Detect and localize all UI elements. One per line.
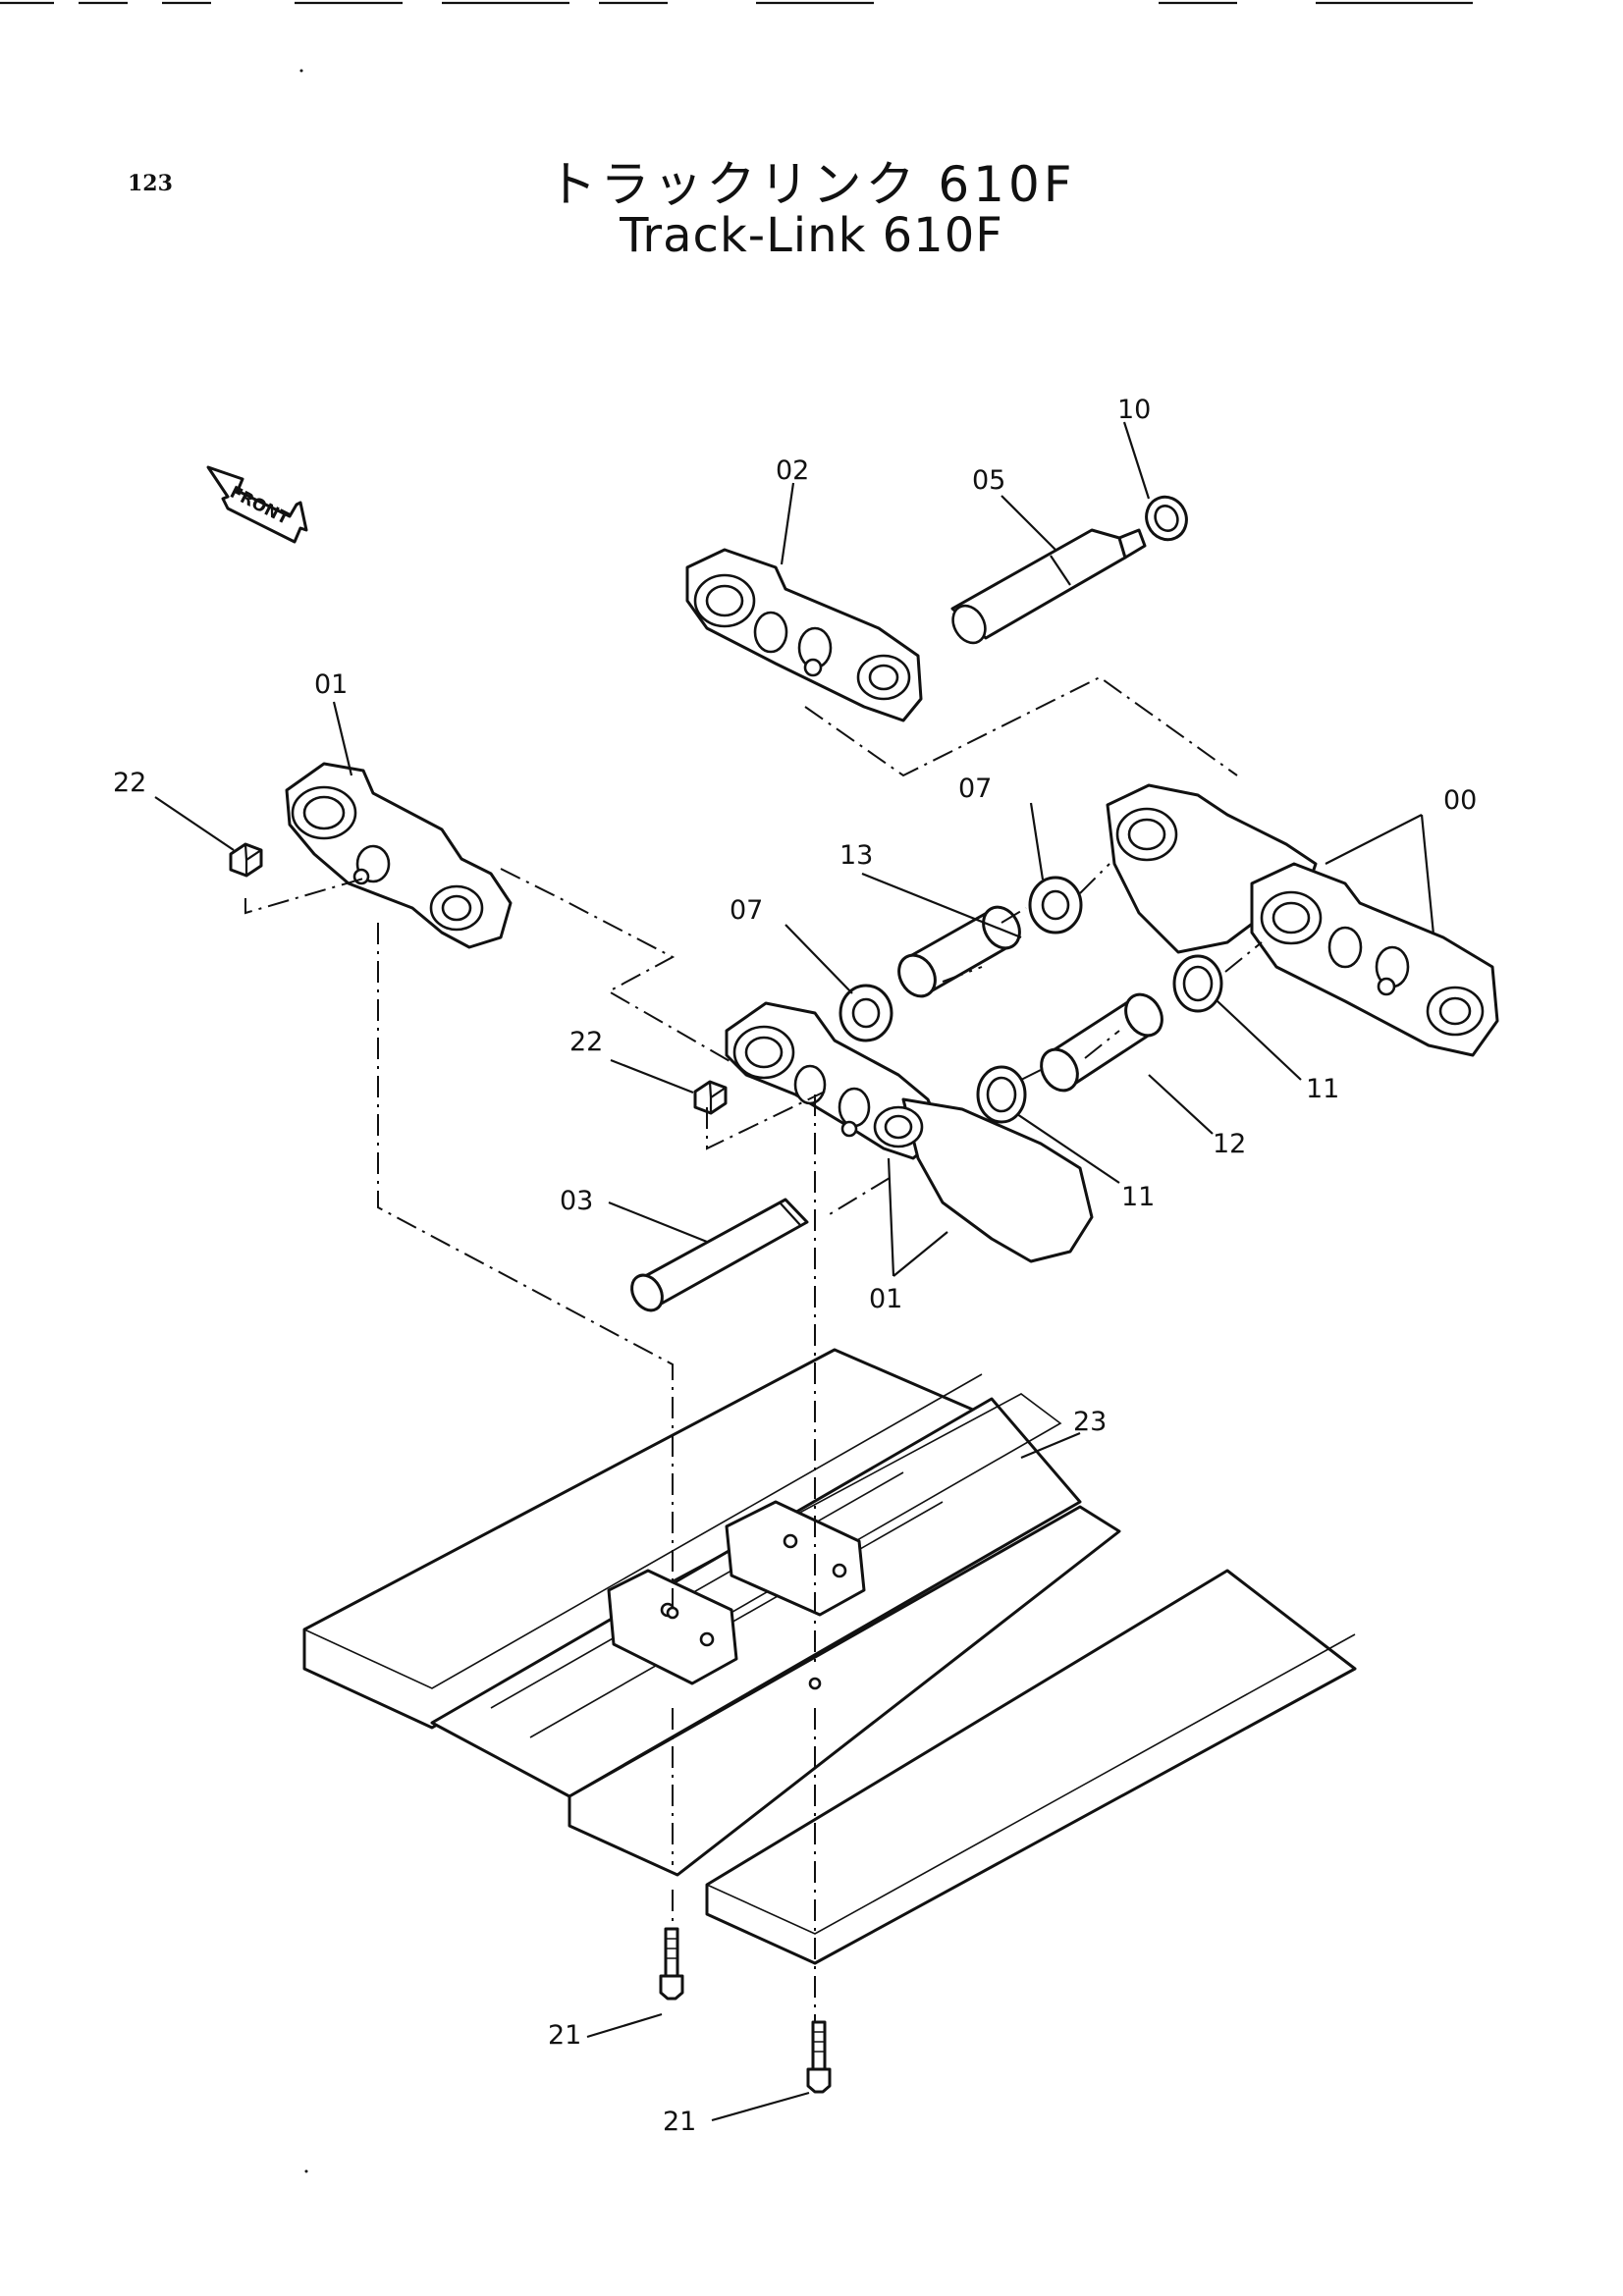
part-03-pin	[630, 1198, 809, 1312]
callout-07-upper: 07	[958, 774, 992, 804]
part-13-bushing	[897, 905, 1021, 998]
part-05-pin	[950, 528, 1147, 645]
callout-03: 03	[560, 1186, 593, 1216]
part-11-seal-left	[976, 1065, 1027, 1124]
part-11-seal-right	[1172, 954, 1223, 1013]
scan-artifacts	[0, 1, 1473, 2173]
part-01-link-center	[725, 1001, 1094, 1263]
callout-07-lower: 07	[730, 895, 763, 926]
callout-22-center: 22	[569, 1027, 603, 1057]
callout-21-b: 21	[663, 2107, 696, 2137]
callout-01-top: 01	[314, 669, 348, 700]
callout-23: 23	[1073, 1407, 1107, 1437]
part-22-nut-a	[229, 842, 263, 878]
part-07-seal-lower	[839, 984, 893, 1042]
assembly-guide-lines	[244, 675, 1263, 2022]
callout-labels: 10 02 05 01 22 00 07 13 07 22 11 12 11 0…	[113, 395, 1477, 2137]
part-21-bolt-a	[659, 1927, 684, 2001]
part-23-track-shoes	[302, 1348, 1357, 1965]
part-00-link-assembly	[1106, 783, 1499, 1057]
callout-21-a: 21	[548, 2020, 581, 2051]
leader-lines	[154, 421, 1435, 2122]
part-22-nut-b	[693, 1080, 728, 1115]
callout-13: 13	[839, 840, 873, 871]
callout-00: 00	[1443, 785, 1477, 816]
callout-01-bottom: 01	[869, 1284, 902, 1314]
callout-02: 02	[776, 455, 809, 486]
callout-05: 05	[972, 465, 1005, 496]
callout-11-left: 11	[1121, 1182, 1155, 1212]
part-07-seal-upper	[1028, 876, 1083, 934]
part-02-link	[685, 548, 923, 722]
title-japanese: トラックリンク 610F	[547, 156, 1076, 213]
callout-11-right: 11	[1306, 1074, 1339, 1104]
callout-22-top: 22	[113, 768, 146, 798]
page-number: 123	[128, 171, 173, 196]
part-21-bolt-b	[806, 2020, 832, 2094]
front-arrow-icon: FRONT	[206, 465, 308, 544]
callout-12: 12	[1213, 1129, 1246, 1159]
part-10-snap-ring	[1145, 495, 1188, 542]
title-english: Track-Link 610F	[620, 208, 1003, 263]
part-01-link-left	[285, 762, 513, 949]
part-12-bushing	[1040, 992, 1163, 1093]
callout-10: 10	[1117, 395, 1151, 425]
